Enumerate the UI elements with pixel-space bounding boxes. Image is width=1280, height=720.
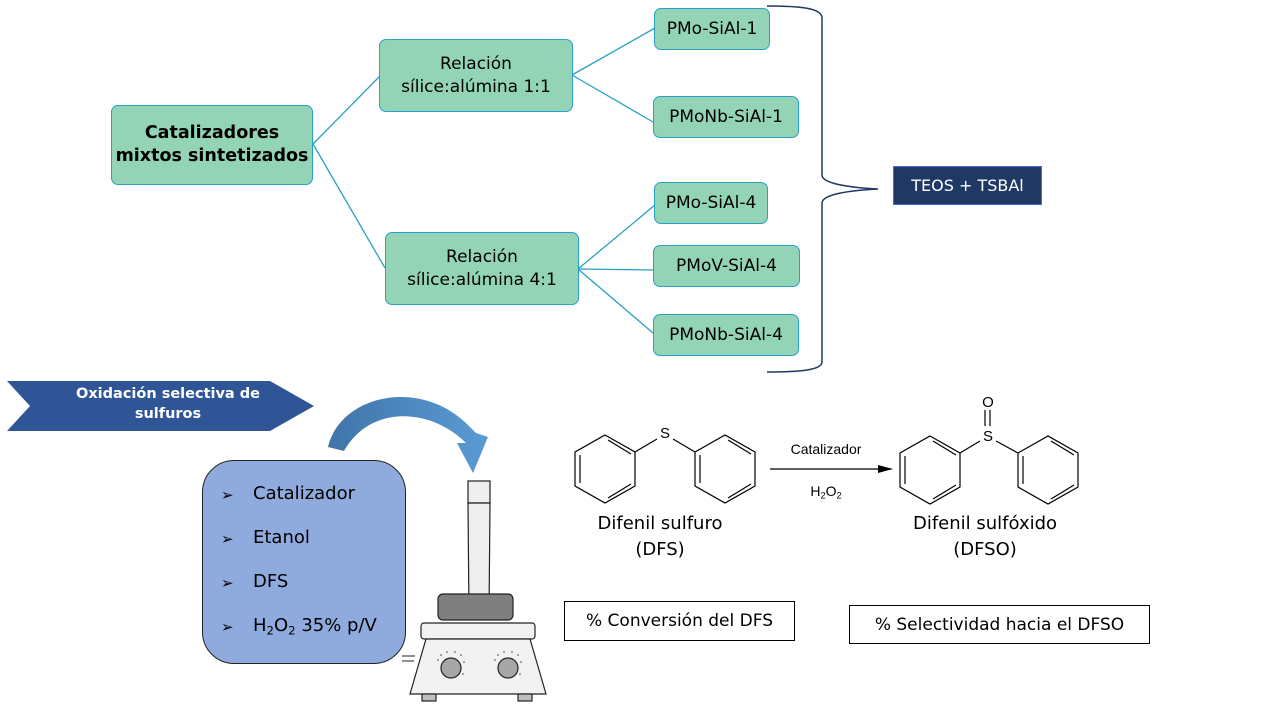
banner-title-line1: Oxidación selectiva de xyxy=(76,386,260,402)
root-node-line1: Catalizadores xyxy=(144,123,280,143)
reagents-list: ➢ Catalizador ➢ Etanol ➢ DFS ➢ H2O2 35% … xyxy=(203,461,405,659)
group-node-ratio-1-1: Relación sílice:alúmina 1:1 xyxy=(379,39,573,112)
reagent-item: ➢ H2O2 35% p/V xyxy=(221,615,405,659)
reagent-label: Catalizador xyxy=(253,483,356,504)
reagent-item: ➢ Etanol xyxy=(221,527,405,571)
banner-title-line2: sulfuros xyxy=(134,406,202,422)
group-node-ratio-4-1: Relación sílice:alúmina 4:1 xyxy=(385,232,579,305)
connector-group2-leaf3 xyxy=(577,268,654,334)
right-brace xyxy=(766,5,879,373)
reagent-label: DFS xyxy=(253,571,289,592)
banner-title: Oxidación selectiva de sulfuros xyxy=(48,384,288,424)
reaction-arrow-icon xyxy=(770,465,893,473)
connector-group2-leaf2 xyxy=(577,268,654,271)
root-node-line2: mixtos sintetizados xyxy=(115,146,309,166)
connector-root-group2 xyxy=(312,143,386,269)
reagent-item: ➢ Catalizador xyxy=(221,483,405,527)
precursors-label: TEOS + TSBAl xyxy=(893,166,1042,205)
connector-root-group1 xyxy=(312,75,381,145)
product-name: Difenil sulfóxido xyxy=(912,513,1058,534)
reagents-box: ➢ Catalizador ➢ Etanol ➢ DFS ➢ H2O2 35% … xyxy=(202,460,406,664)
group-node-line1: Relación xyxy=(440,53,512,74)
product-abbreviation: (DFSO) xyxy=(953,539,1017,560)
catalyst-node: PMoNb-SiAl-4 xyxy=(653,314,799,356)
reactant-name: Difenil sulfuro xyxy=(597,513,723,534)
banner-chevron xyxy=(7,381,314,431)
oxygen-atom-label: O xyxy=(982,394,994,411)
diphenyl-sulfide-structure: S xyxy=(574,425,756,504)
arrow-bullet-icon: ➢ xyxy=(221,574,234,592)
reagent-item: ➢ DFS xyxy=(221,571,405,615)
conversion-metric-box: % Conversión del DFS xyxy=(564,601,795,641)
root-node: Catalizadores mixtos sintetizados xyxy=(111,105,313,185)
selectivity-metric-box: % Selectividad hacia el DFSO xyxy=(849,605,1150,644)
arrow-bullet-icon: ➢ xyxy=(221,618,234,636)
group-node-line2: sílice:alúmina 4:1 xyxy=(407,269,557,290)
group-node-line1: Relación xyxy=(446,246,518,267)
curved-arrow-icon xyxy=(328,397,488,473)
connector-group1-leaf1 xyxy=(571,27,656,76)
sulfur-atom-label: S xyxy=(660,425,670,442)
catalyst-node: PMoV-SiAl-4 xyxy=(653,245,800,287)
arrow-bullet-icon: ➢ xyxy=(221,486,234,504)
reagent-label: H2O2 35% p/V xyxy=(253,615,377,638)
sulfur-atom-label: S xyxy=(983,428,993,445)
group-node-line2: sílice:alúmina 1:1 xyxy=(401,76,551,97)
reactant-name-label: Difenil sulfuro (DFS) xyxy=(580,511,740,563)
reaction-condition-catalyst: Catalizador xyxy=(790,441,862,457)
catalyst-node: PMo-SiAl-1 xyxy=(654,8,770,50)
diphenyl-sulfoxide-structure: O S xyxy=(899,394,1079,505)
reactant-abbreviation: (DFS) xyxy=(635,539,685,560)
reaction-condition-oxidant: H2O2 xyxy=(810,483,842,501)
arrow-bullet-icon: ➢ xyxy=(221,530,234,548)
connector-group2-leaf1 xyxy=(577,204,656,270)
catalyst-node: PMoNb-SiAl-1 xyxy=(653,96,799,138)
reagent-label: Etanol xyxy=(253,527,310,548)
connector-group1-leaf2 xyxy=(571,74,654,123)
catalyst-node: PMo-SiAl-4 xyxy=(654,182,768,224)
product-name-label: Difenil sulfóxido (DFSO) xyxy=(895,511,1075,563)
hotplate-stirrer-icon xyxy=(402,480,547,702)
